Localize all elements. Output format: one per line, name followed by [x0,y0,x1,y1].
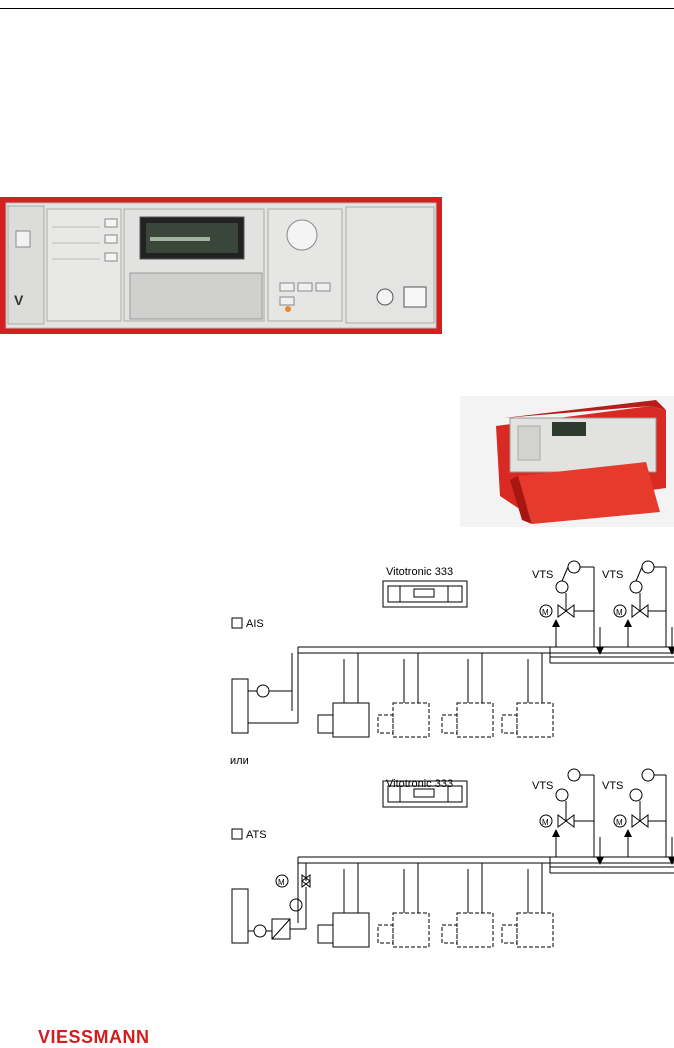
or-text: или [230,755,249,767]
motor-label-2: M [616,608,623,617]
top-rule [0,8,674,9]
boiler-2 [377,702,430,738]
boiler-3 [441,702,494,738]
ats-label: ATS [246,829,267,841]
motor-label-1: M [542,608,549,617]
viessmann-logo: VIESSMANN [38,1027,150,1047]
controller-label-2: Vitotronic 333 [386,778,453,790]
controller-label-1: Vitotronic 333 [386,566,453,578]
housing-photo [460,396,674,527]
vts-label-3: VTS [532,780,553,792]
controller-box-2 [382,780,468,808]
heating-circuit-1 [539,560,601,651]
motor-label-3: M [542,818,549,827]
heating-system-diagram: Vitotronic 333 AIS VTS VTS M M или Vitot… [230,560,674,948]
ais-checkbox [231,617,243,629]
vts-label-4: VTS [602,780,623,792]
control-panel-photo: V [0,197,442,334]
controller-box-1 [382,580,468,608]
vts-label-2: VTS [602,569,623,581]
vts-label-1: VTS [532,569,553,581]
ais-label: AIS [246,618,264,630]
svg-text:V: V [14,292,24,308]
motor-label-5: M [278,878,285,887]
pump-icon [256,684,270,698]
heating-circuit-2 [613,560,673,651]
motor-label-4: M [616,818,623,827]
ats-checkbox [231,828,243,840]
boiler-1 [317,653,370,738]
boiler-4 [501,702,554,738]
